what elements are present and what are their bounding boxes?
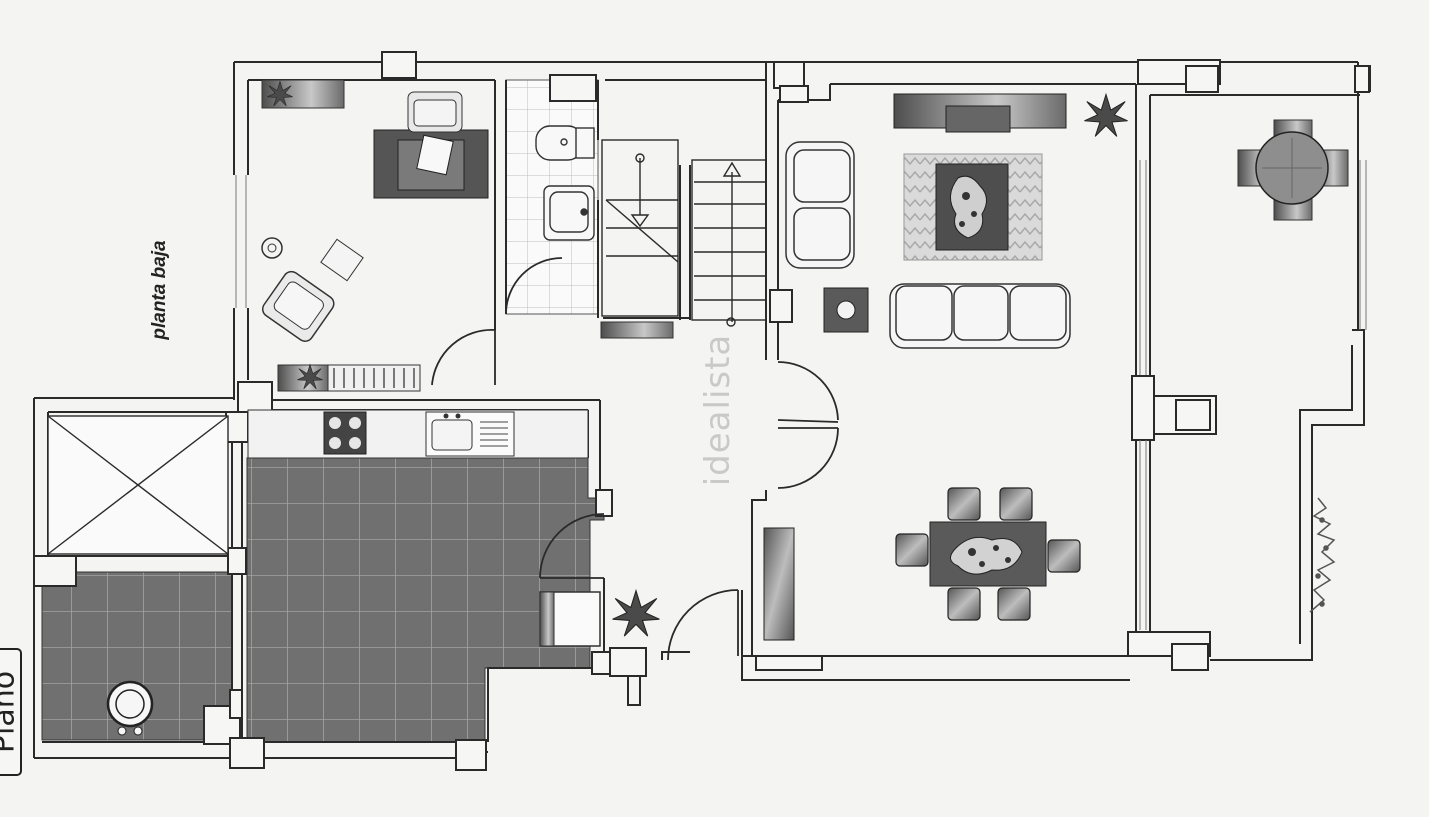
- dining-set: [895, 487, 1081, 621]
- skylight: [47, 415, 229, 555]
- watermark: idealista: [698, 333, 738, 487]
- kitchen-appliance: [539, 591, 601, 647]
- staircase: [601, 139, 767, 327]
- sofa: [889, 283, 1071, 349]
- plan-tag: Plano: [0, 648, 22, 776]
- plan-tag-label: Plano: [0, 670, 22, 754]
- armchairs: [785, 141, 855, 269]
- wall-pillars: [33, 51, 1370, 771]
- kitchen-counter: [247, 409, 589, 459]
- living-rug: [903, 153, 1043, 261]
- terrace-hedge: [1309, 497, 1336, 613]
- sideboard: [763, 527, 795, 641]
- terrace-table: [1237, 119, 1349, 221]
- office-furniture: [261, 79, 489, 392]
- doors: [431, 257, 839, 661]
- tv-cabinet: [893, 93, 1067, 133]
- side-table: [823, 287, 869, 333]
- floor-label: planta baja: [149, 240, 170, 340]
- stair-landing-bench: [600, 321, 674, 339]
- bathroom-fixtures: [535, 125, 595, 241]
- washing-machine: [106, 680, 154, 736]
- windows: [235, 160, 1367, 630]
